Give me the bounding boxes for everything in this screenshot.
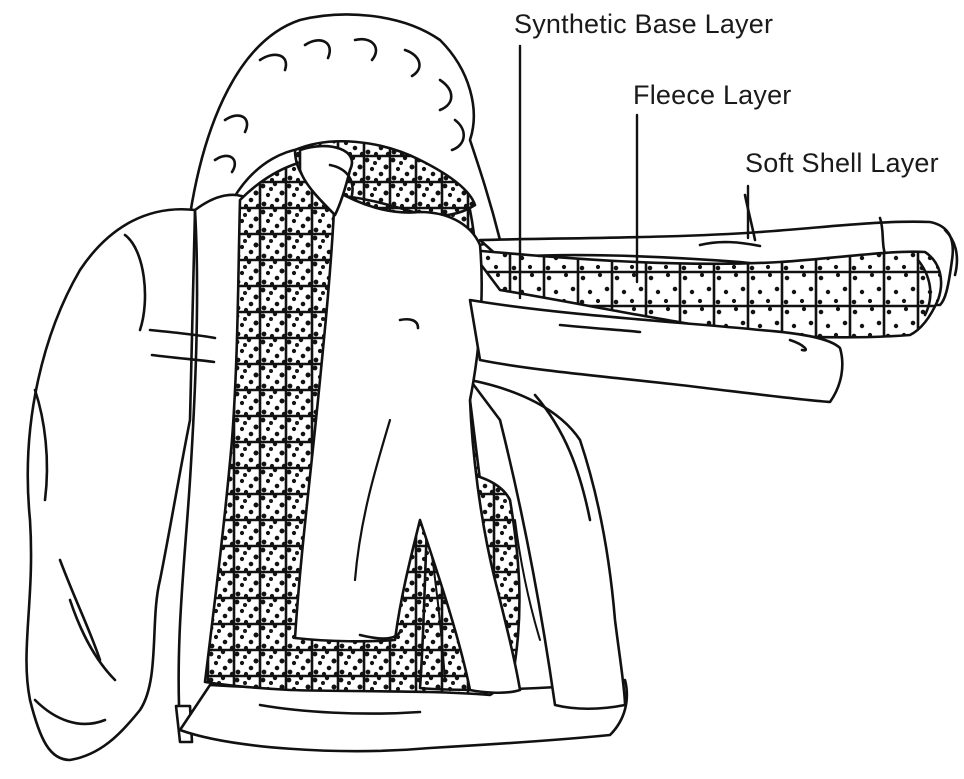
- label-fleece-layer: Fleece Layer: [633, 80, 791, 111]
- label-soft-shell-layer: Soft Shell Layer: [745, 148, 939, 179]
- label-synthetic-base-layer: Synthetic Base Layer: [514, 9, 773, 40]
